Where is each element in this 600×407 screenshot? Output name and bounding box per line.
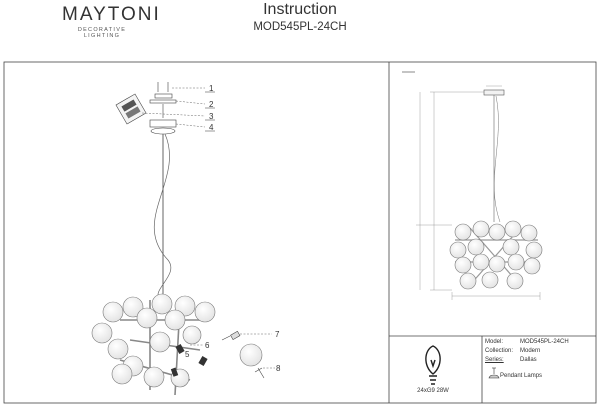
callout-numbers: 1 2 3 4 5 6 7 8: [185, 84, 281, 373]
globe-cluster: [91, 293, 216, 396]
brand-logo: MAYTONI DECORATIVE LIGHTING: [62, 4, 161, 39]
exploded-assembly-view: 1 2 3 4 5 6 7 8: [91, 82, 281, 396]
info-series-value: Dallas: [520, 357, 537, 363]
dimension-globe-cluster: [449, 220, 543, 290]
callout-7: 7: [275, 330, 280, 339]
sheet-frame: [3, 61, 597, 404]
info-model-key: Model:: [485, 339, 504, 345]
product-info: Model: MOD545PL-24CH Collection: Modern …: [485, 338, 595, 365]
brand-name: MAYTONI: [62, 4, 161, 25]
brand-subtitle: DECORATIVE LIGHTING: [77, 27, 127, 39]
bulb-spec: 24xG9 28W: [417, 388, 449, 394]
document-model-code: MOD545PL-24CH: [253, 21, 347, 33]
info-row-model: Model: MOD545PL-24CH: [485, 338, 595, 347]
info-row-series: Series: Dallas: [485, 356, 595, 365]
screw-detail-icon: [115, 93, 147, 125]
document-title: Instruction: [263, 1, 337, 18]
callout-2: 2: [209, 100, 214, 109]
screw-part: [254, 367, 265, 379]
dimension-drawing: [402, 71, 543, 300]
info-row-collection: Collection: Modern: [485, 347, 595, 356]
callout-8: 8: [276, 364, 281, 373]
callout-1: 1: [209, 84, 214, 93]
callout-3: 3: [209, 112, 214, 121]
callout-6: 6: [205, 341, 210, 350]
bulb-part: [221, 330, 241, 341]
info-collection-value: Modern: [520, 348, 541, 354]
info-model-value: MOD545PL-24CH: [520, 339, 569, 345]
callout-leaders: [141, 87, 275, 369]
power-cable: [153, 133, 172, 301]
canopy: [483, 89, 505, 96]
mounting-hardware: [149, 82, 177, 135]
info-collection-key: Collection:: [485, 348, 514, 354]
info-type-value: Pendant Lamps: [500, 373, 543, 379]
pendant-lamp-icon: [488, 367, 500, 379]
callout-4: 4: [209, 123, 214, 132]
callout-5: 5: [185, 350, 190, 359]
lampholder-icons: [170, 344, 208, 377]
spare-globe: [239, 343, 263, 367]
info-series-key: Series:: [485, 357, 504, 363]
bulb-icon: [425, 345, 441, 385]
